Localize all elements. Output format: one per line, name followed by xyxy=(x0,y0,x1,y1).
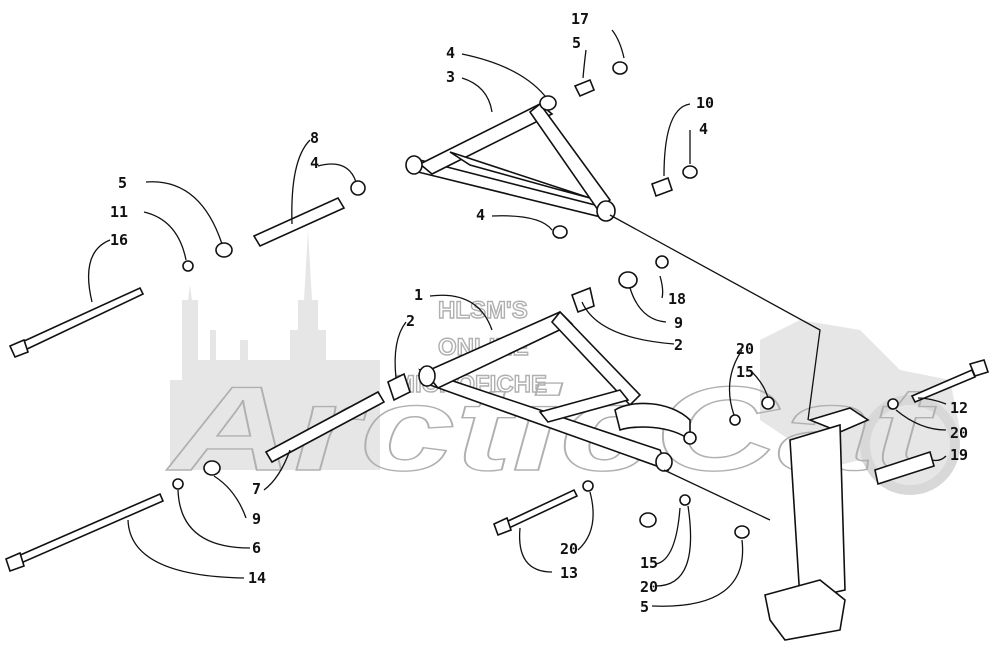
leader-lines xyxy=(88,29,947,607)
callout-12: 12 xyxy=(950,399,968,417)
callout-19: 19 xyxy=(950,446,968,464)
callout-20: 20 xyxy=(736,340,754,358)
callout-3: 3 xyxy=(446,68,455,86)
callout-4: 4 xyxy=(446,44,455,62)
callout-16: 16 xyxy=(110,231,128,249)
callout-20: 20 xyxy=(560,540,578,558)
callout-11: 11 xyxy=(110,203,128,221)
upper-a-arm xyxy=(405,102,616,222)
callout-13: 13 xyxy=(560,564,578,582)
callout-9: 9 xyxy=(252,510,261,528)
callout-20: 20 xyxy=(950,424,968,442)
upper-arm-bushings xyxy=(182,61,698,272)
callout-labels: 17 5 4 3 8 4 10 4 5 11 16 4 18 1 9 2 2 2… xyxy=(110,10,968,616)
callout-20: 20 xyxy=(640,578,658,596)
callout-4: 4 xyxy=(699,120,708,138)
callout-15: 15 xyxy=(640,554,658,572)
callout-5: 5 xyxy=(640,598,649,616)
callout-5: 5 xyxy=(118,174,127,192)
callout-5: 5 xyxy=(572,34,581,52)
callout-8: 8 xyxy=(310,129,319,147)
lower-arm-bushings xyxy=(172,255,775,490)
callout-15: 15 xyxy=(736,363,754,381)
skyline-silhouette xyxy=(170,230,380,470)
callout-4: 4 xyxy=(476,206,485,224)
callout-6: 6 xyxy=(252,539,261,557)
motorcycle-wheel-shape xyxy=(860,395,960,495)
lower-a-arm xyxy=(418,310,697,472)
callout-4: 4 xyxy=(310,154,319,172)
callout-17: 17 xyxy=(571,10,589,28)
spindle xyxy=(639,407,935,641)
bolt-14 xyxy=(5,492,165,573)
callout-9: 9 xyxy=(674,314,683,332)
watermark-line1: HLSM'S xyxy=(438,297,528,324)
callout-2: 2 xyxy=(406,312,415,330)
bolt-16 xyxy=(8,286,145,359)
bolt-13 xyxy=(492,480,594,537)
callout-2: 2 xyxy=(674,336,683,354)
callout-1: 1 xyxy=(414,286,423,304)
callout-18: 18 xyxy=(668,290,686,308)
callout-7: 7 xyxy=(252,480,261,498)
callout-14: 14 xyxy=(248,569,266,587)
callout-10: 10 xyxy=(696,94,714,112)
bolt-12 xyxy=(887,359,990,410)
